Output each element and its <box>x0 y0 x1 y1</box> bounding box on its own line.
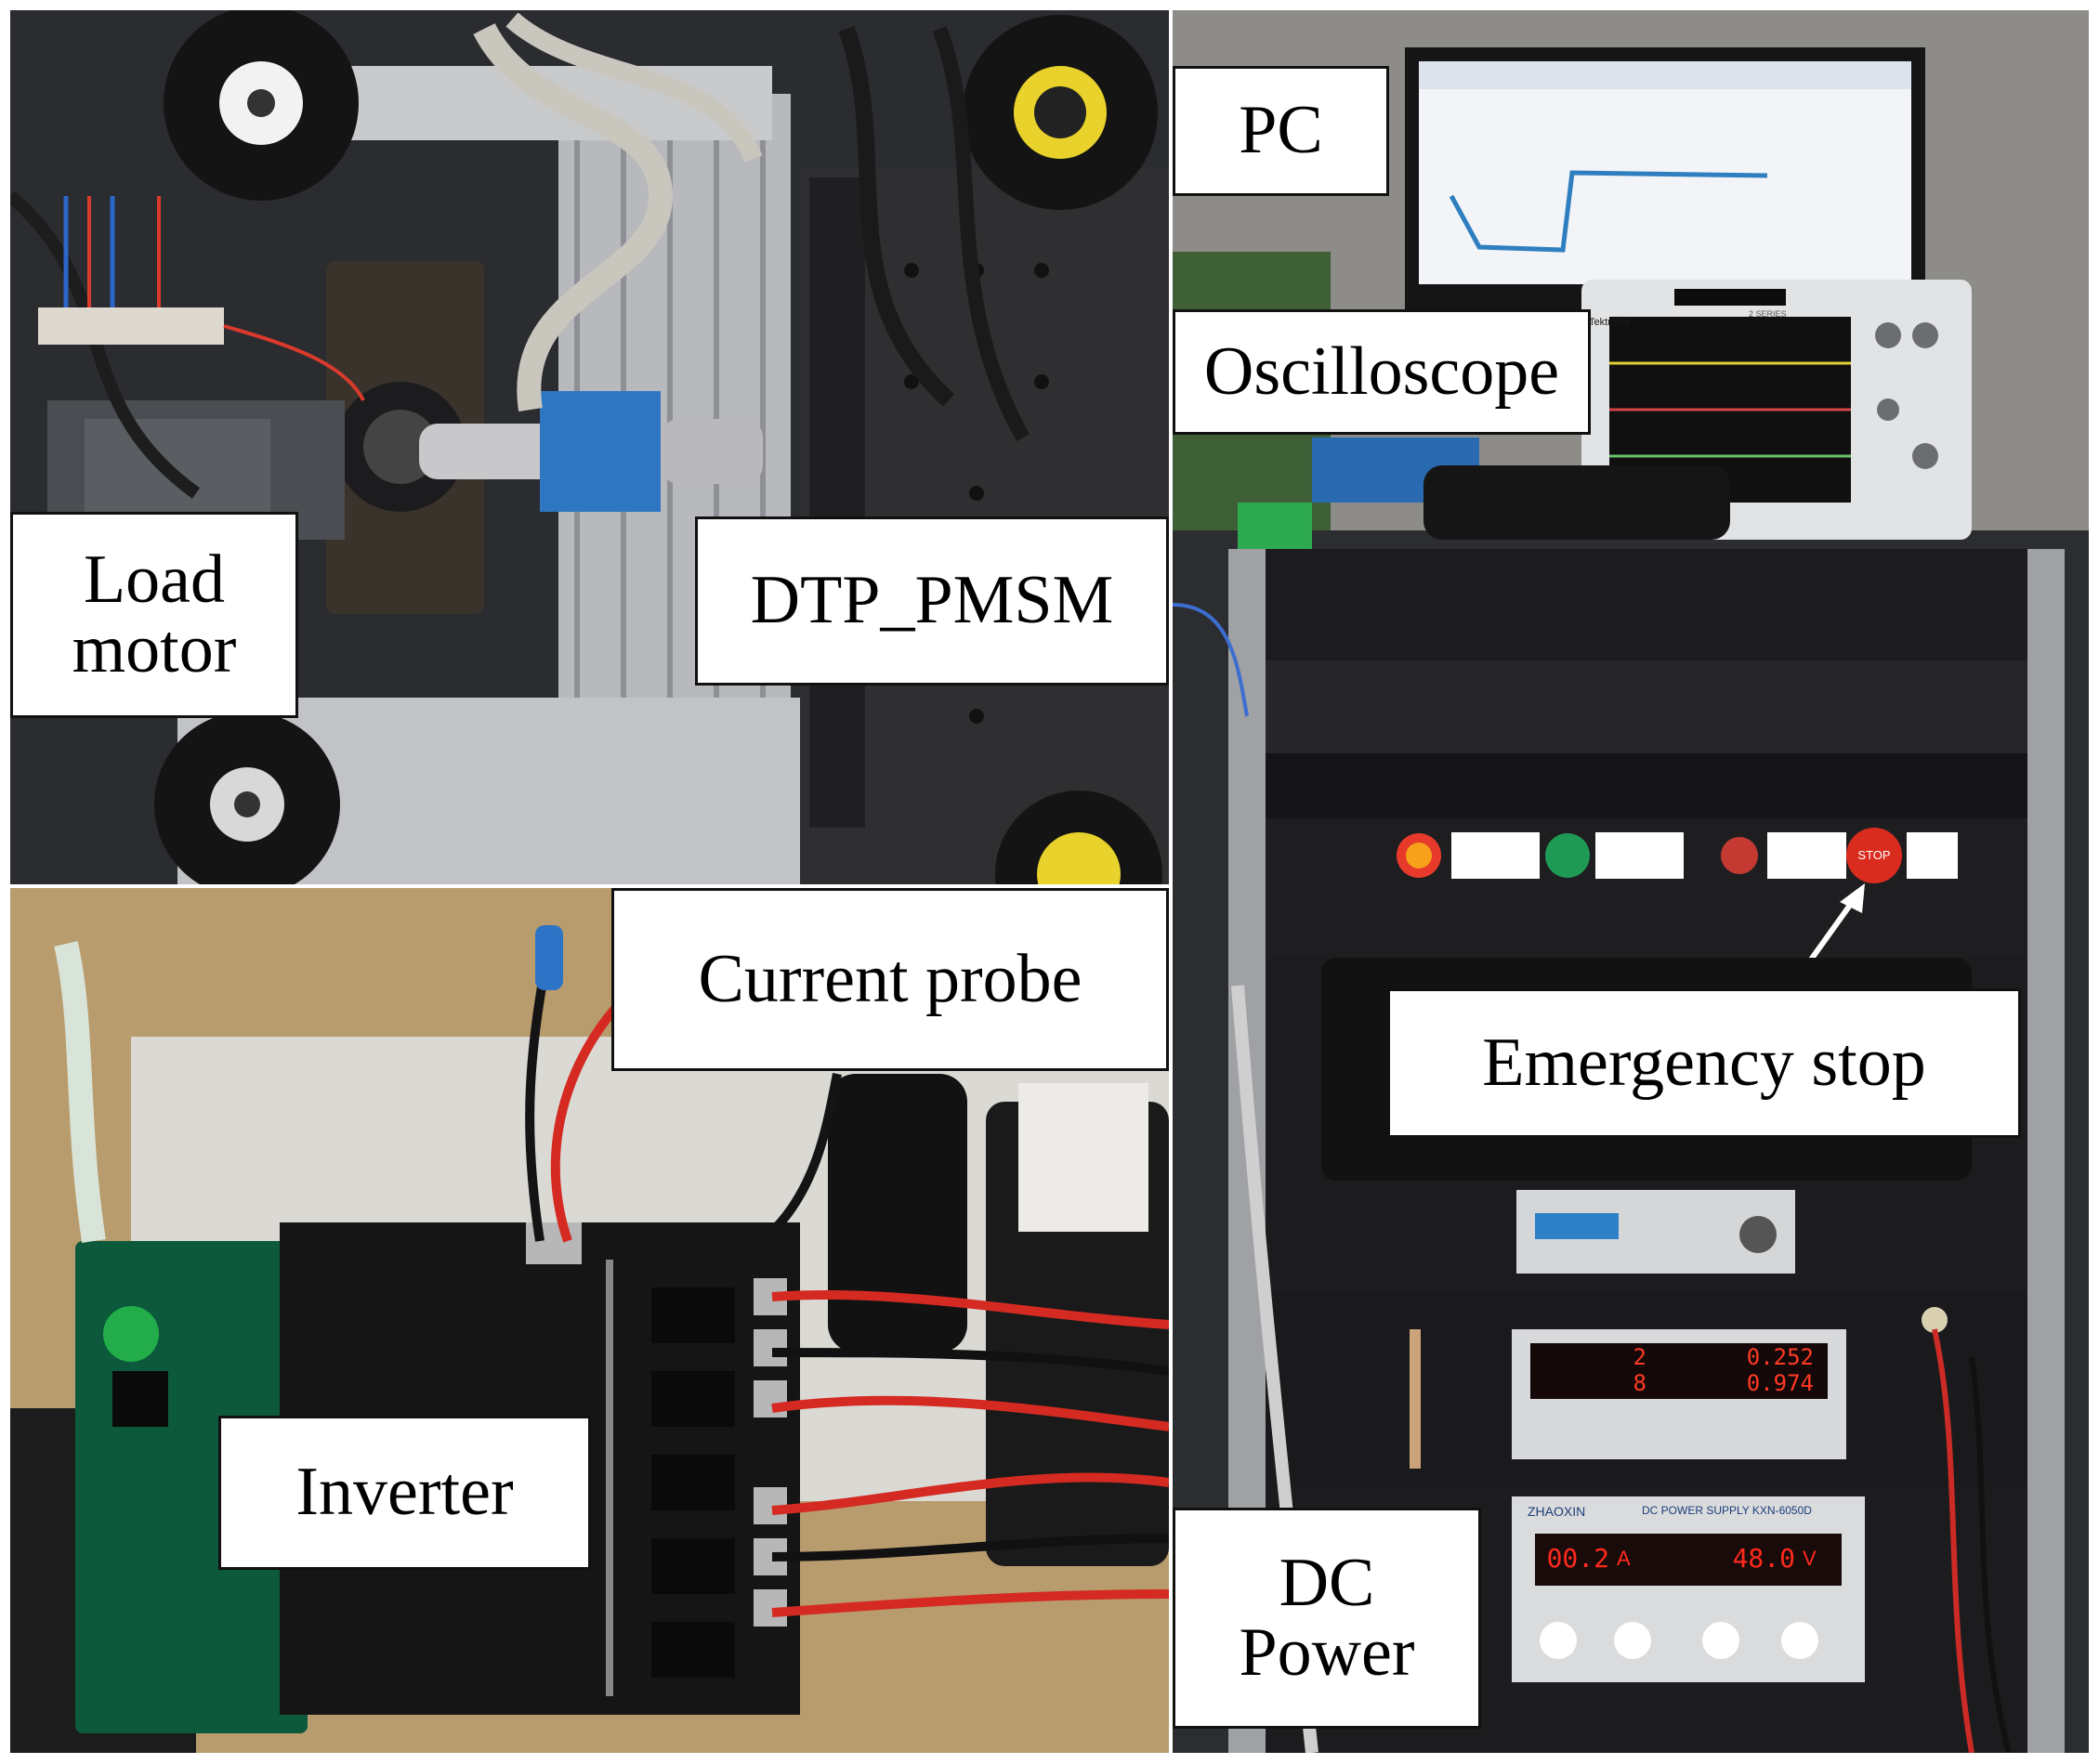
psu-model-text: DC POWER SUPPLY KXN-6050D <box>1642 1504 1812 1517</box>
psu-current-display: 00.2 <box>1546 1543 1609 1574</box>
emergency-stop-label: Emergency stop <box>1387 988 2021 1138</box>
control-cabinet-photo: 0.252 0.974 2 8 ZHAOXIN DC POWER SUPPLY … <box>1173 10 2089 1753</box>
power-meter-bottom-value: 0.974 <box>1746 1370 1814 1396</box>
pc-label: PC <box>1173 66 1389 196</box>
psu-brand-text: ZHAOXIN <box>1528 1504 1586 1519</box>
inverter-photo: Current probe Inverter <box>10 888 1169 1753</box>
psu-voltage-unit: V <box>1803 1547 1817 1570</box>
psu-voltage-display: 48.0 <box>1732 1543 1795 1574</box>
motor-bench-photo: Load motor DTP_PMSM <box>10 10 1169 884</box>
load-motor-label: Load motor <box>10 512 298 718</box>
motor-bench-scene <box>10 10 1169 884</box>
dc-power-label: DC Power <box>1173 1508 1481 1729</box>
power-meter-left-top-value: 2 <box>1633 1344 1646 1370</box>
power-meter-top-value: 0.252 <box>1746 1344 1814 1370</box>
scope-brand-text: Tektronix <box>1589 317 1631 328</box>
inverter-label: Inverter <box>218 1416 591 1570</box>
dtp-pmsm-label: DTP_PMSM <box>695 516 1169 686</box>
scope-series-text: 2 SERIES <box>1749 309 1787 319</box>
power-meter-left-bottom-value: 8 <box>1633 1370 1646 1396</box>
stop-button-text: STOP <box>1857 848 1891 862</box>
psu-current-unit: A <box>1617 1547 1631 1570</box>
oscilloscope-label: Oscilloscope <box>1173 309 1591 435</box>
control-cabinet-scene <box>1173 10 2089 1753</box>
current-probe-label: Current probe <box>611 888 1169 1071</box>
